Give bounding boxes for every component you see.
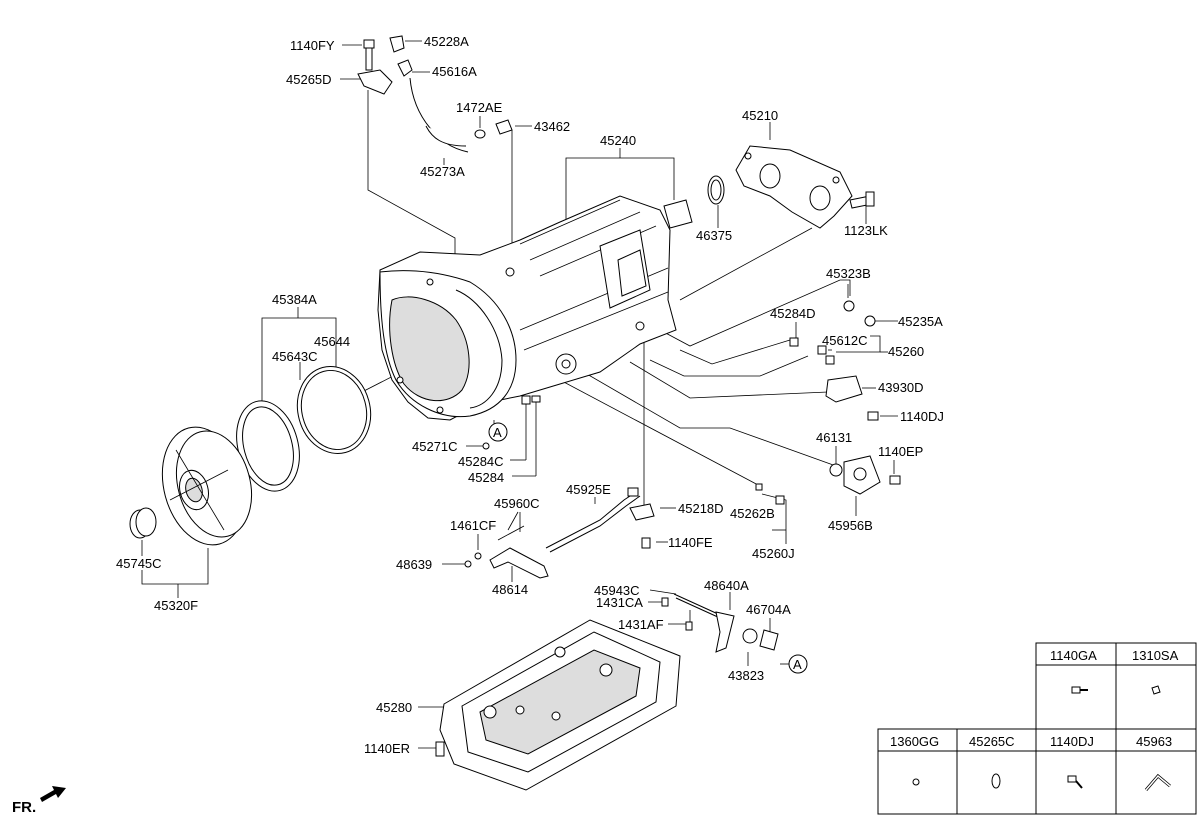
legend-header: 1310SA (1132, 648, 1179, 663)
part-label: 45260 (888, 344, 924, 359)
part-label: 45320F (154, 598, 198, 613)
part-label: 45260J (752, 546, 795, 561)
legend-header: 45963 (1136, 734, 1172, 749)
part-label: 48639 (396, 557, 432, 572)
part-labels: 1140FY 45228A 45265D 45616A 1472AE 43462… (116, 34, 944, 756)
part-label: 48614 (492, 582, 528, 597)
legend-header: 1140GA (1050, 648, 1097, 663)
part-label: 46375 (696, 228, 732, 243)
part-label: 1431CA (596, 595, 643, 610)
legend-header: 45265C (969, 734, 1015, 749)
part-label: 45323B (826, 266, 871, 281)
front-arrow-icon (40, 786, 66, 802)
part-label: 1140DJ (900, 409, 944, 424)
part-label: 48640A (704, 578, 749, 593)
part-label: 45616A (432, 64, 477, 79)
part-label: 45956B (828, 518, 873, 533)
part-label: 1461CF (450, 518, 496, 533)
legend-header: 1140DJ (1050, 734, 1094, 749)
part-label: 45284C (458, 454, 504, 469)
part-label: 1140EP (878, 444, 923, 459)
part-label: 43462 (534, 119, 570, 134)
parts (129, 35, 901, 791)
part-label: 45240 (600, 133, 636, 148)
bolt-icon (1071, 686, 1088, 694)
part-label: 45643C (272, 349, 318, 364)
bolt-1140fy-icon (363, 39, 375, 71)
part-label: 1472AE (456, 100, 503, 115)
part-label: 45612C (822, 333, 868, 348)
part-label: 1140FY (290, 38, 335, 53)
part-label: 45271C (412, 439, 458, 454)
callout-a-marker: A (493, 425, 502, 440)
mount-45210-icon (735, 145, 853, 229)
part-label: 45265D (286, 72, 332, 87)
part-label: 46131 (816, 430, 852, 445)
transmission-case-45240-icon (377, 195, 677, 421)
part-label: 45384A (272, 292, 317, 307)
part-label: 45218D (678, 501, 724, 516)
legend-header: 1360GG (890, 734, 939, 749)
front-direction-indicator: FR. (12, 786, 66, 816)
part-label: 1123LK (844, 223, 888, 238)
fastener-legend-table: 1140GA 1310SA 1360GG 45265C 1140DJ 45963 (877, 642, 1197, 815)
oil-pump-45320f-icon (161, 426, 252, 546)
part-label: 1140FE (668, 535, 713, 550)
part-label: 43823 (728, 668, 764, 683)
part-label: 45262B (730, 506, 775, 521)
part-label: 45210 (742, 108, 778, 123)
part-label: 45644 (314, 334, 350, 349)
part-label: 45284 (468, 470, 504, 485)
clip-icon (912, 778, 920, 786)
part-label: 45284D (770, 306, 816, 321)
part-label: 45960C (494, 496, 540, 511)
part-label: 45228A (424, 34, 469, 49)
oil-pan-45280-icon (439, 619, 681, 791)
part-label: 45273A (420, 164, 465, 179)
direction-label: FR. (12, 799, 36, 816)
nut-icon (1151, 685, 1161, 695)
callout-a-marker: A (793, 657, 802, 672)
part-label: 43930D (878, 380, 924, 395)
part-label: 45745C (116, 556, 162, 571)
part-label: 45943C (594, 583, 640, 598)
part-label: 46704A (746, 602, 791, 617)
part-label: 45235A (898, 314, 943, 329)
bolt-icon (1067, 775, 1083, 789)
part-label: 1140ER (364, 741, 410, 756)
part-label: 1431AF (618, 617, 664, 632)
hose-icon (1144, 773, 1171, 791)
part-label: 45925E (566, 482, 611, 497)
gasket-ring-icon (991, 773, 1001, 789)
part-label: 45280 (376, 700, 412, 715)
